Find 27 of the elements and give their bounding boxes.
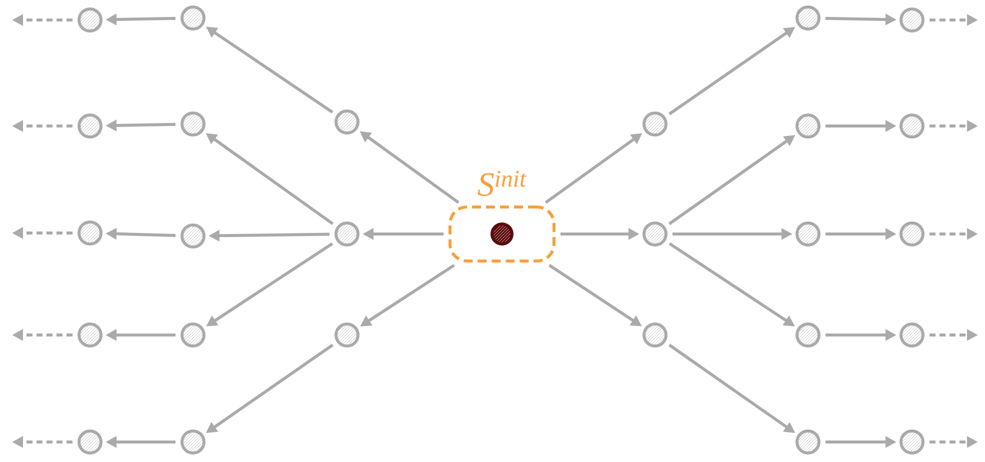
state-circle [642, 322, 668, 348]
state-circle [180, 322, 206, 348]
state-circle [796, 222, 820, 246]
state-circle [78, 430, 102, 454]
state-circle [900, 322, 924, 348]
state-circle [900, 8, 924, 32]
state-circle [900, 222, 924, 246]
state-circle [642, 222, 668, 246]
state-circle [180, 224, 206, 248]
state-circle [78, 322, 102, 348]
state-circle [642, 112, 668, 136]
state-circle [334, 110, 360, 134]
state-circle [180, 6, 206, 30]
state-circle [180, 112, 206, 136]
state-circle [78, 220, 102, 246]
state-circle [900, 430, 924, 454]
state-circle [334, 222, 360, 246]
group-label: S$^{init}$ [478, 170, 527, 196]
state-circle [180, 430, 206, 454]
state-circle [78, 114, 102, 138]
state-circle [796, 6, 820, 30]
state-circle [900, 114, 924, 138]
state-circle [334, 322, 360, 348]
state-circle [796, 114, 820, 138]
state-circle [78, 8, 102, 32]
state-circle [796, 322, 820, 348]
state-circle [796, 430, 820, 454]
